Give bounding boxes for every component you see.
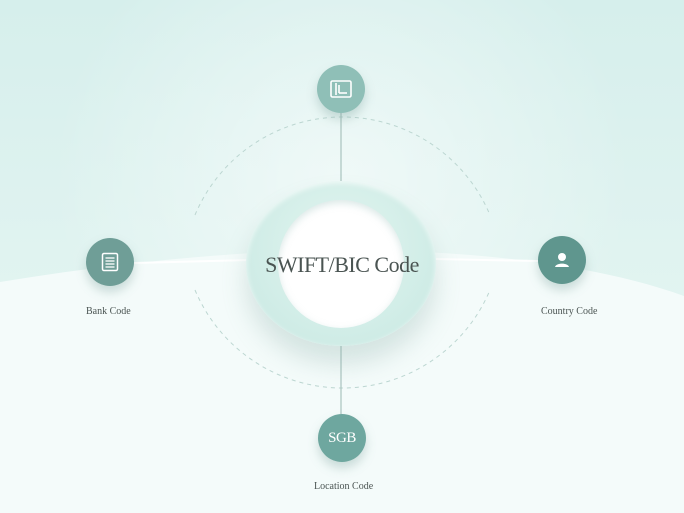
caption-bank-code: Bank Code	[86, 306, 131, 317]
person-icon	[555, 253, 569, 267]
connector-left	[133, 259, 251, 264]
caption-location-code: Location Code	[314, 481, 374, 492]
connector-right	[433, 258, 539, 262]
location-badge-text: SGB	[328, 429, 356, 446]
node-bank-code	[86, 238, 134, 286]
node-country-code	[538, 236, 586, 284]
caption-country-code: Country Code	[541, 306, 598, 317]
center-title: SWIFT/BIC Code	[265, 252, 419, 277]
orbit-arc-top	[194, 116, 491, 216]
node-top	[317, 65, 365, 113]
ledger-icon	[101, 252, 119, 272]
orbit-arc-bottom	[194, 289, 491, 389]
center-circle	[278, 200, 404, 328]
node-location-code: SGB	[318, 414, 366, 462]
document-icon	[330, 80, 352, 98]
